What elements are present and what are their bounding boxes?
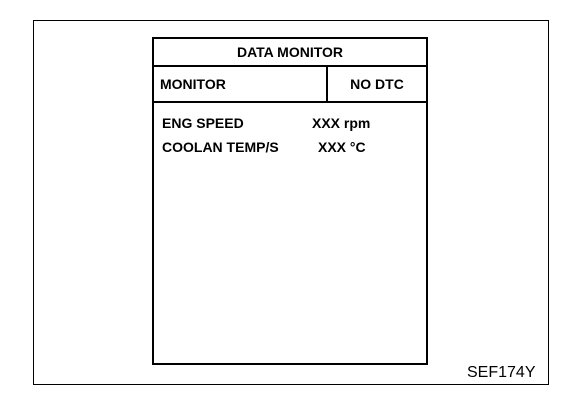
- monitor-item-coolant-temp: COOLAN TEMP/S XXX °C: [162, 135, 426, 159]
- item-value: XXX rpm: [312, 115, 371, 131]
- item-value: XXX °C: [318, 139, 366, 155]
- dtc-status: NO DTC: [350, 76, 404, 92]
- monitor-header: MONITOR NO DTC: [154, 67, 426, 103]
- screen-title: DATA MONITOR: [154, 39, 426, 67]
- data-monitor-screen: DATA MONITOR MONITOR NO DTC ENG SPEED XX…: [152, 37, 428, 365]
- dtc-status-cell: NO DTC: [328, 67, 426, 101]
- item-label: ENG SPEED: [162, 115, 244, 131]
- monitor-label-cell: MONITOR: [154, 67, 328, 101]
- figure-frame: [33, 20, 549, 385]
- item-label: COOLAN TEMP/S: [162, 139, 279, 155]
- monitor-label: MONITOR: [160, 76, 226, 92]
- figure-id-caption: SEF174Y: [467, 364, 536, 381]
- monitor-items-list: ENG SPEED XXX rpm COOLAN TEMP/S XXX °C: [154, 103, 426, 159]
- monitor-item-eng-speed: ENG SPEED XXX rpm: [162, 111, 426, 135]
- screen-title-text: DATA MONITOR: [236, 44, 344, 60]
